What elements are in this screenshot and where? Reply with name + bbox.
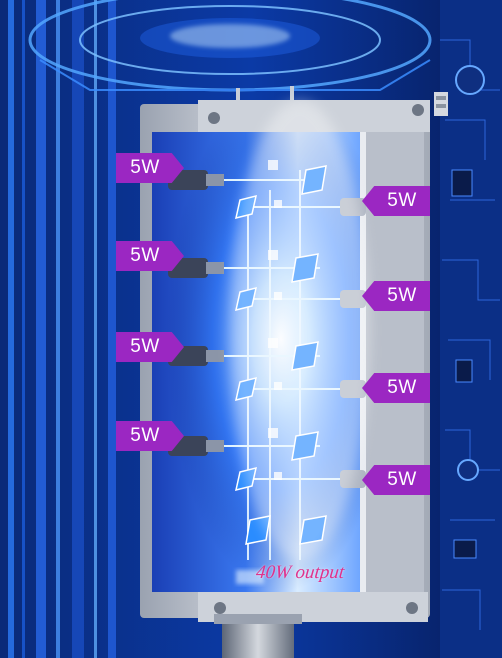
left-input-tag-3: 5W bbox=[116, 332, 184, 362]
left-input-tag-1: 5W bbox=[116, 153, 184, 183]
right-input-tag-2: 5W bbox=[362, 281, 430, 311]
left-input-tag-4: 5W bbox=[116, 421, 184, 451]
right-input-tag-3: 5W bbox=[362, 373, 430, 403]
output-label: 40W output bbox=[254, 562, 346, 583]
right-input-tag-1: 5W bbox=[362, 186, 430, 216]
right-input-tag-4: 5W bbox=[362, 465, 430, 495]
left-input-tag-2: 5W bbox=[116, 241, 184, 271]
